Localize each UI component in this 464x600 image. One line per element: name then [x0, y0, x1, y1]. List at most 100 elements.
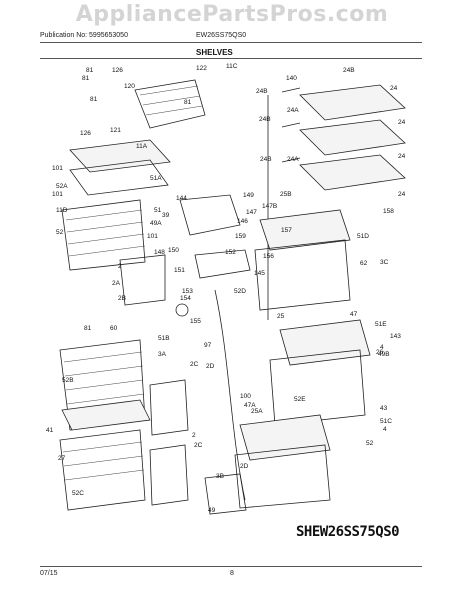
callout-24: 24 — [398, 153, 406, 160]
callout-149: 149 — [243, 192, 254, 199]
callout-62: 62 — [360, 260, 368, 267]
callout-2B: 2B — [118, 295, 126, 302]
lower-left-baskets — [59, 339, 247, 515]
callout-47A: 47A — [244, 402, 256, 409]
callout-24B: 24B — [259, 116, 271, 123]
callout-159: 159 — [235, 233, 246, 240]
callout-101: 101 — [52, 165, 63, 172]
callout-2D: 2D — [240, 463, 249, 470]
callout-101: 101 — [52, 191, 63, 198]
callout-24B: 24B — [260, 156, 272, 163]
callout-4: 4 — [380, 344, 384, 351]
callout-41: 41 — [46, 427, 54, 434]
callout-24: 24 — [398, 191, 406, 198]
callout-152: 152 — [225, 249, 236, 256]
callout-2: 2 — [118, 263, 122, 270]
callout-122: 122 — [196, 65, 207, 72]
callout-51D: 51D — [357, 233, 369, 240]
publication-number: Publication No: 5995653050 — [40, 32, 128, 39]
callout-2C: 2C — [194, 442, 203, 449]
callout-144: 144 — [176, 195, 187, 202]
callout-157: 157 — [281, 227, 292, 234]
callout-97: 97 — [204, 342, 212, 349]
callout-3A: 3A — [158, 351, 167, 358]
callout-51: 51 — [154, 207, 162, 214]
glass-shelves-top-right — [267, 84, 406, 320]
callout-150: 150 — [168, 247, 179, 254]
callout-24A: 24A — [287, 107, 299, 114]
callout-100: 100 — [240, 393, 251, 400]
callout-146: 146 — [237, 218, 248, 225]
callout-52B: 52B — [62, 377, 74, 384]
callout-81: 81 — [90, 96, 98, 103]
callout-2C: 2C — [190, 361, 199, 368]
callout-24: 24 — [398, 119, 406, 126]
callout-47: 47 — [350, 311, 358, 318]
callout-4: 4 — [383, 426, 387, 433]
callout-151: 151 — [174, 267, 185, 274]
callout-143: 143 — [390, 333, 401, 340]
callout-25: 25 — [277, 313, 285, 320]
model-number: EW26SS75QS0 — [196, 32, 247, 39]
callout-24B: 24B — [256, 88, 268, 95]
callout-52A: 52A — [56, 183, 68, 190]
footer-date: 07/15 — [40, 570, 58, 577]
callout-52E: 52E — [294, 396, 306, 403]
section-title: SHELVES — [196, 48, 233, 57]
callout-43: 43 — [380, 405, 388, 412]
callout-51B: 51B — [158, 335, 170, 342]
callout-25B: 25B — [280, 191, 292, 198]
callout-147B: 147B — [262, 203, 277, 210]
callout-3B: 3B — [216, 473, 224, 480]
callout-2: 2 — [192, 432, 196, 439]
callout-3C: 3C — [380, 259, 389, 266]
callout-158: 158 — [383, 208, 394, 215]
callout-24B: 24B — [343, 67, 355, 74]
callout-121: 121 — [110, 127, 121, 134]
callout-49: 49 — [208, 507, 216, 514]
callout-26: 26 — [376, 349, 384, 356]
callout-49A: 49A — [150, 220, 162, 227]
callout-2D: 2D — [206, 363, 215, 370]
callout-24: 24 — [390, 85, 398, 92]
callout-145: 145 — [254, 270, 265, 277]
watermark: AppliancePartsPros.com — [75, 2, 389, 27]
callout-2A: 2A — [112, 280, 121, 287]
header-rule — [40, 42, 422, 43]
callout-140: 140 — [286, 75, 297, 82]
right-drawers — [234, 209, 371, 509]
callout-147: 147 — [246, 209, 257, 216]
callout-39: 39 — [162, 212, 170, 219]
callout-52: 52 — [56, 229, 64, 236]
callout-27: 27 — [58, 455, 66, 462]
callout-52C: 52C — [72, 490, 84, 497]
callout-126: 126 — [112, 67, 123, 74]
callout-126: 126 — [80, 130, 91, 137]
callout-24A: 24A — [287, 156, 299, 163]
callout-51C: 51C — [380, 418, 392, 425]
callout-81: 81 — [184, 99, 192, 106]
callout-81: 81 — [84, 325, 92, 332]
callout-81: 81 — [82, 75, 90, 82]
callout-51E: 51E — [375, 321, 387, 328]
callout-148: 148 — [154, 249, 165, 256]
callout-11C: 11C — [226, 63, 238, 70]
callout-11D: 11D — [56, 207, 68, 214]
callout-153: 153 — [182, 288, 193, 295]
callout-52: 52 — [366, 440, 374, 447]
footer-rule — [40, 566, 422, 567]
callout-51A: 51A — [150, 175, 162, 182]
callout-156: 156 — [263, 253, 274, 260]
callout-25A: 25A — [251, 408, 263, 415]
callout-52D: 52D — [234, 288, 246, 295]
title-rule — [40, 58, 422, 59]
callout-49B: 49B — [378, 351, 390, 358]
page-number: 8 — [230, 570, 234, 577]
callout-11A: 11A — [136, 143, 148, 150]
callout-81: 81 — [86, 67, 94, 74]
callout-155: 155 — [190, 318, 201, 325]
top-left-bins — [61, 79, 206, 306]
callout-60: 60 — [110, 325, 118, 332]
callout-120: 120 — [124, 83, 135, 90]
